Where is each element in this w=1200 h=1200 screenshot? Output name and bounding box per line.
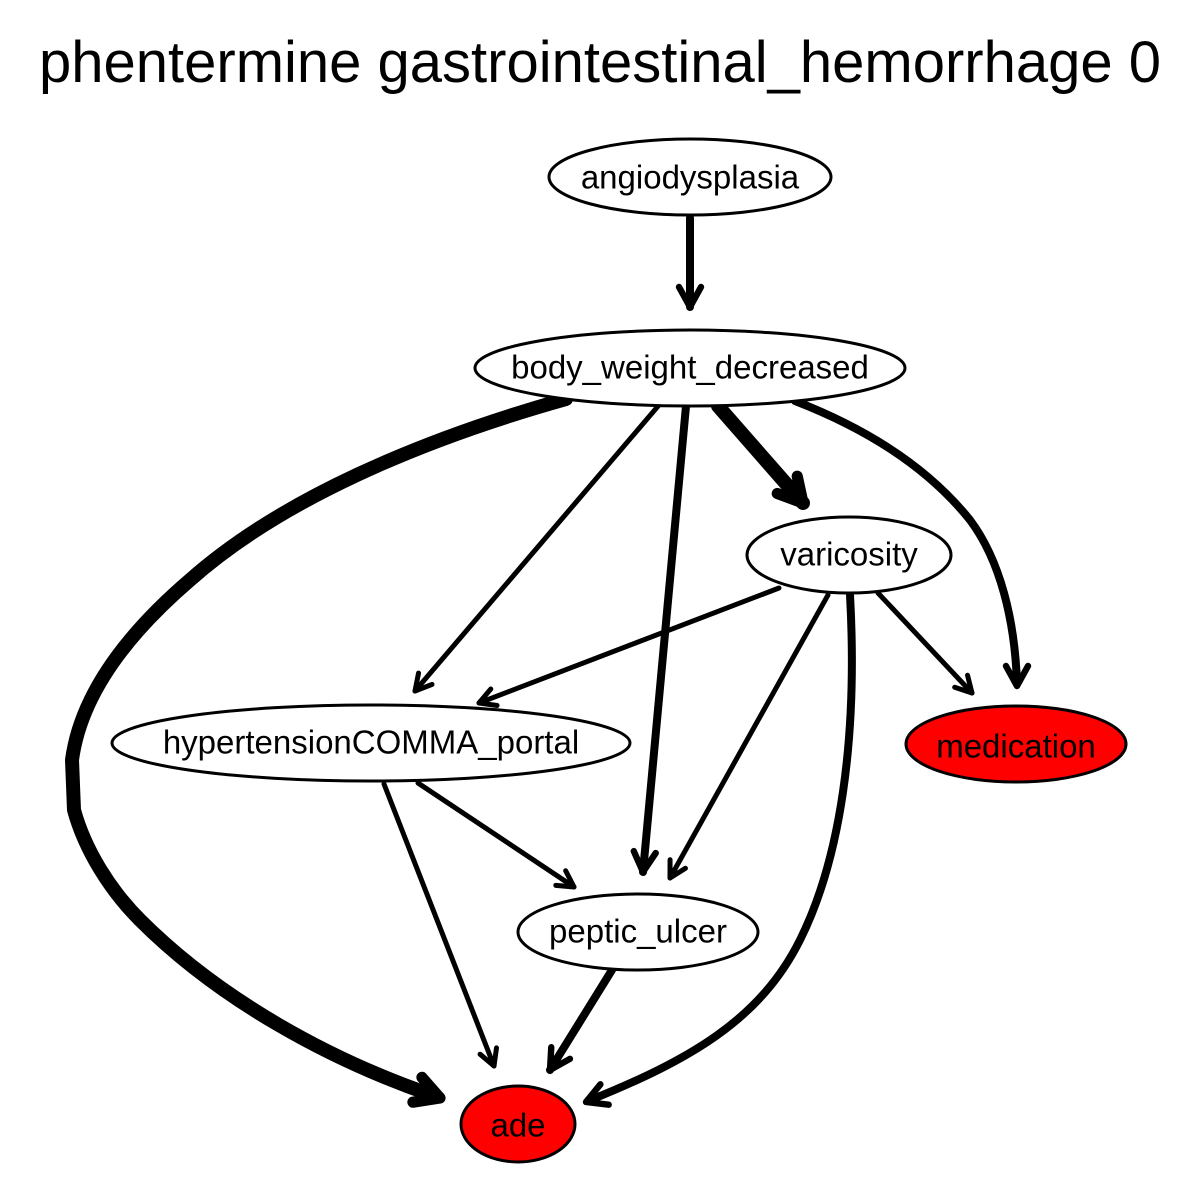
- node-label-varicosity: varicosity: [780, 536, 918, 573]
- nodes: angiodysplasia body_weight_decreased var…: [110, 137, 1128, 1164]
- arrowhead-varicosity-to-peptic-ulcer: [667, 857, 688, 881]
- node-peptic-ulcer[interactable]: peptic_ulcer: [516, 892, 760, 972]
- arrowhead-body-weight-decreased-to-peptic-ulcer: [630, 847, 659, 876]
- node-hypertension-portal[interactable]: hypertensionCOMMA_portal: [110, 703, 632, 783]
- arrowhead-body-weight-decreased-to-hypertension-portal: [412, 670, 435, 694]
- edge-hypertension-portal-to-ade: [381, 781, 497, 1069]
- edges: [65, 214, 1032, 1108]
- edge-varicosity-to-ade: [584, 591, 856, 1105]
- edge-varicosity-to-peptic-ulcer: [667, 592, 831, 881]
- node-label-ade: ade: [490, 1107, 545, 1144]
- edge-hypertension-portal-to-peptic-ulcer: [415, 780, 577, 890]
- arrowhead-hypertension-portal-to-ade: [477, 1045, 499, 1069]
- arrowhead-body-weight-decreased-to-ade: [407, 1071, 446, 1108]
- arrowhead-varicosity-to-hypertension-portal: [476, 686, 500, 708]
- arrowhead-varicosity-to-ade: [582, 1081, 612, 1108]
- arrowhead-body-weight-decreased-to-varicosity: [771, 470, 809, 509]
- edge-varicosity-to-medication: [875, 590, 975, 696]
- graph-title: phentermine gastrointestinal_hemorrhage …: [39, 30, 1161, 95]
- node-body-weight-decreased[interactable]: body_weight_decreased: [473, 328, 907, 408]
- node-ade[interactable]: ade: [459, 1084, 577, 1164]
- edge-body-weight-decreased-to-medication: [791, 397, 1021, 688]
- edge-peptic-ulcer-to-ade: [546, 966, 616, 1074]
- node-varicosity[interactable]: varicosity: [745, 515, 953, 595]
- node-label-peptic-ulcer: peptic_ulcer: [549, 913, 727, 950]
- node-label-angiodysplasia: angiodysplasia: [581, 159, 800, 196]
- node-medication[interactable]: medication: [904, 704, 1128, 784]
- node-label-body-weight-decreased: body_weight_decreased: [511, 349, 869, 386]
- arrowhead-body-weight-decreased-to-medication: [1002, 662, 1032, 690]
- arrowhead-hypertension-portal-to-peptic-ulcer: [553, 868, 577, 890]
- node-label-hypertension-portal: hypertensionCOMMA_portal: [163, 724, 579, 761]
- edge-varicosity-to-hypertension-portal: [476, 585, 782, 706]
- edge-body-weight-decreased-to-varicosity: [711, 399, 810, 510]
- node-label-medication: medication: [936, 728, 1096, 765]
- arrowhead-angiodysplasia-to-body-weight-decreased: [675, 283, 705, 311]
- edge-body-weight-decreased-to-peptic-ulcer: [639, 402, 690, 876]
- node-angiodysplasia[interactable]: angiodysplasia: [547, 137, 833, 217]
- arrowhead-varicosity-to-medication: [952, 672, 975, 696]
- arrowhead-peptic-ulcer-to-ade: [546, 1044, 574, 1074]
- edge-body-weight-decreased-to-ade: [65, 392, 573, 1102]
- edge-body-weight-decreased-to-hypertension-portal: [412, 402, 662, 694]
